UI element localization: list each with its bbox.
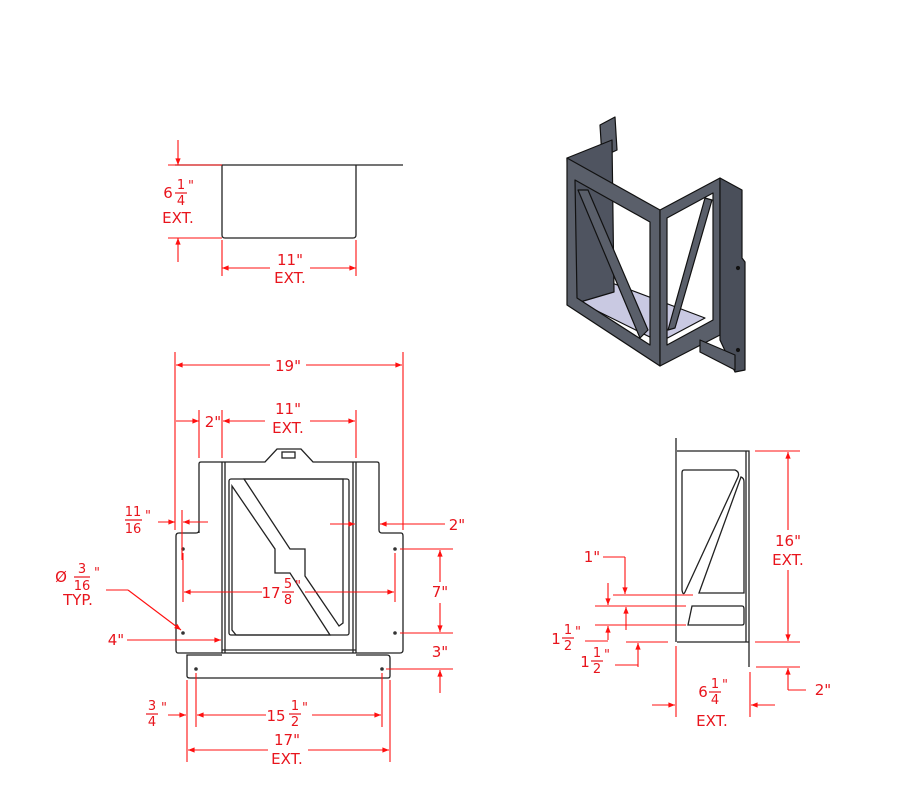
dim-hole-vertical: 7" [432, 583, 448, 601]
svg-text:": " [575, 625, 581, 640]
dim-bar-width-note: EXT. [271, 750, 303, 768]
top-height-num: 1 [177, 178, 185, 193]
iso-right-diagonal [667, 197, 713, 331]
front-top-slot [281, 451, 296, 459]
dim-step-num: 11 [125, 505, 142, 520]
top-height-unit: " [188, 179, 194, 194]
side-window-right [698, 476, 745, 594]
dim-bar-edge-den: 4 [148, 715, 156, 730]
top-height-note: EXT. [162, 209, 194, 227]
top-height-den: 4 [177, 194, 185, 209]
dim-bar-hole-spacing: 15 [266, 707, 285, 725]
svg-text:4: 4 [711, 693, 719, 708]
dim-hole-diameter-num: 3 [78, 562, 86, 577]
dim-tab-length: 2" [815, 681, 831, 699]
dim-bar-width: 17" [274, 731, 300, 749]
hole [393, 547, 397, 551]
side-view: 16" EXT. 1" 1 1 2 " 1 1 2 " 6 1 4 " EXT. [551, 438, 831, 730]
dim-step-den: 16 [125, 522, 142, 537]
dim-side-height: 16" [775, 532, 801, 550]
top-view-outline [175, 164, 403, 239]
side-outline [675, 438, 750, 667]
hole [181, 631, 185, 635]
dim-right-offset: 2" [449, 516, 465, 534]
svg-text:2: 2 [564, 639, 572, 654]
hole [194, 667, 198, 671]
svg-text:2: 2 [593, 662, 601, 677]
side-lower-slot [687, 605, 745, 626]
svg-text:1: 1 [711, 677, 719, 692]
dim-hole-diameter-note: TYP. [62, 591, 93, 609]
svg-text:": " [94, 566, 100, 581]
svg-text:": " [161, 701, 167, 716]
front-view: 19" 2" 11" EXT. 11 16 " 2" 17 5 8 " 7" [55, 352, 465, 768]
dim-slot-gap: 1" [584, 548, 600, 566]
svg-text:": " [302, 701, 308, 716]
svg-text:8: 8 [284, 593, 292, 608]
front-bottom-bar [186, 654, 391, 679]
side-window [681, 469, 740, 595]
iso-right-flange [719, 177, 746, 373]
dim-hole-to-channel: 4" [108, 631, 124, 649]
svg-text:2: 2 [291, 715, 299, 730]
front-plate-outline [175, 448, 404, 654]
dim-overall-width: 19" [275, 357, 301, 375]
svg-text:1: 1 [291, 699, 299, 714]
dim-hole-spacing: 17 [261, 584, 280, 602]
dim-side-height-note: EXT. [772, 551, 804, 569]
svg-text:1: 1 [593, 646, 601, 661]
top-view: 6 1 4 " EXT. 11" EXT. [162, 140, 403, 287]
dim-flange-width: 2" [205, 413, 221, 431]
front-channel-lines [221, 462, 357, 653]
dim-channel-note: EXT. [272, 419, 304, 437]
svg-text:1: 1 [564, 623, 572, 638]
svg-text:5: 5 [284, 577, 292, 592]
front-diagonal-lower [231, 483, 332, 636]
hole [380, 667, 384, 671]
top-width-note: EXT. [274, 269, 306, 287]
dim-slot-height: 1 [551, 630, 561, 648]
dim-side-depth-note: EXT. [696, 712, 728, 730]
dim-side-depth: 6 [698, 683, 708, 701]
isometric-view [566, 116, 746, 373]
hole [393, 631, 397, 635]
dim-channel-width: 11" [275, 400, 301, 418]
front-diagonal-upper [242, 478, 344, 627]
iso-left-diagonal [577, 189, 649, 339]
svg-text:": " [295, 579, 301, 594]
dim-slot-bottom: 1 [580, 653, 590, 671]
svg-text:": " [145, 509, 151, 524]
top-width-value: 11" [277, 251, 303, 269]
front-window [228, 478, 350, 636]
top-height-whole: 6 [163, 184, 173, 202]
svg-text:": " [722, 678, 728, 693]
iso-bottom-tab [699, 339, 736, 371]
dim-hole-diameter-den: 16 [74, 579, 91, 594]
dim-bar-offset: 3" [432, 643, 448, 661]
dim-bar-edge-num: 3 [148, 699, 156, 714]
dim-hole-diameter-symbol: Ø [55, 568, 67, 586]
svg-text:": " [604, 648, 610, 663]
